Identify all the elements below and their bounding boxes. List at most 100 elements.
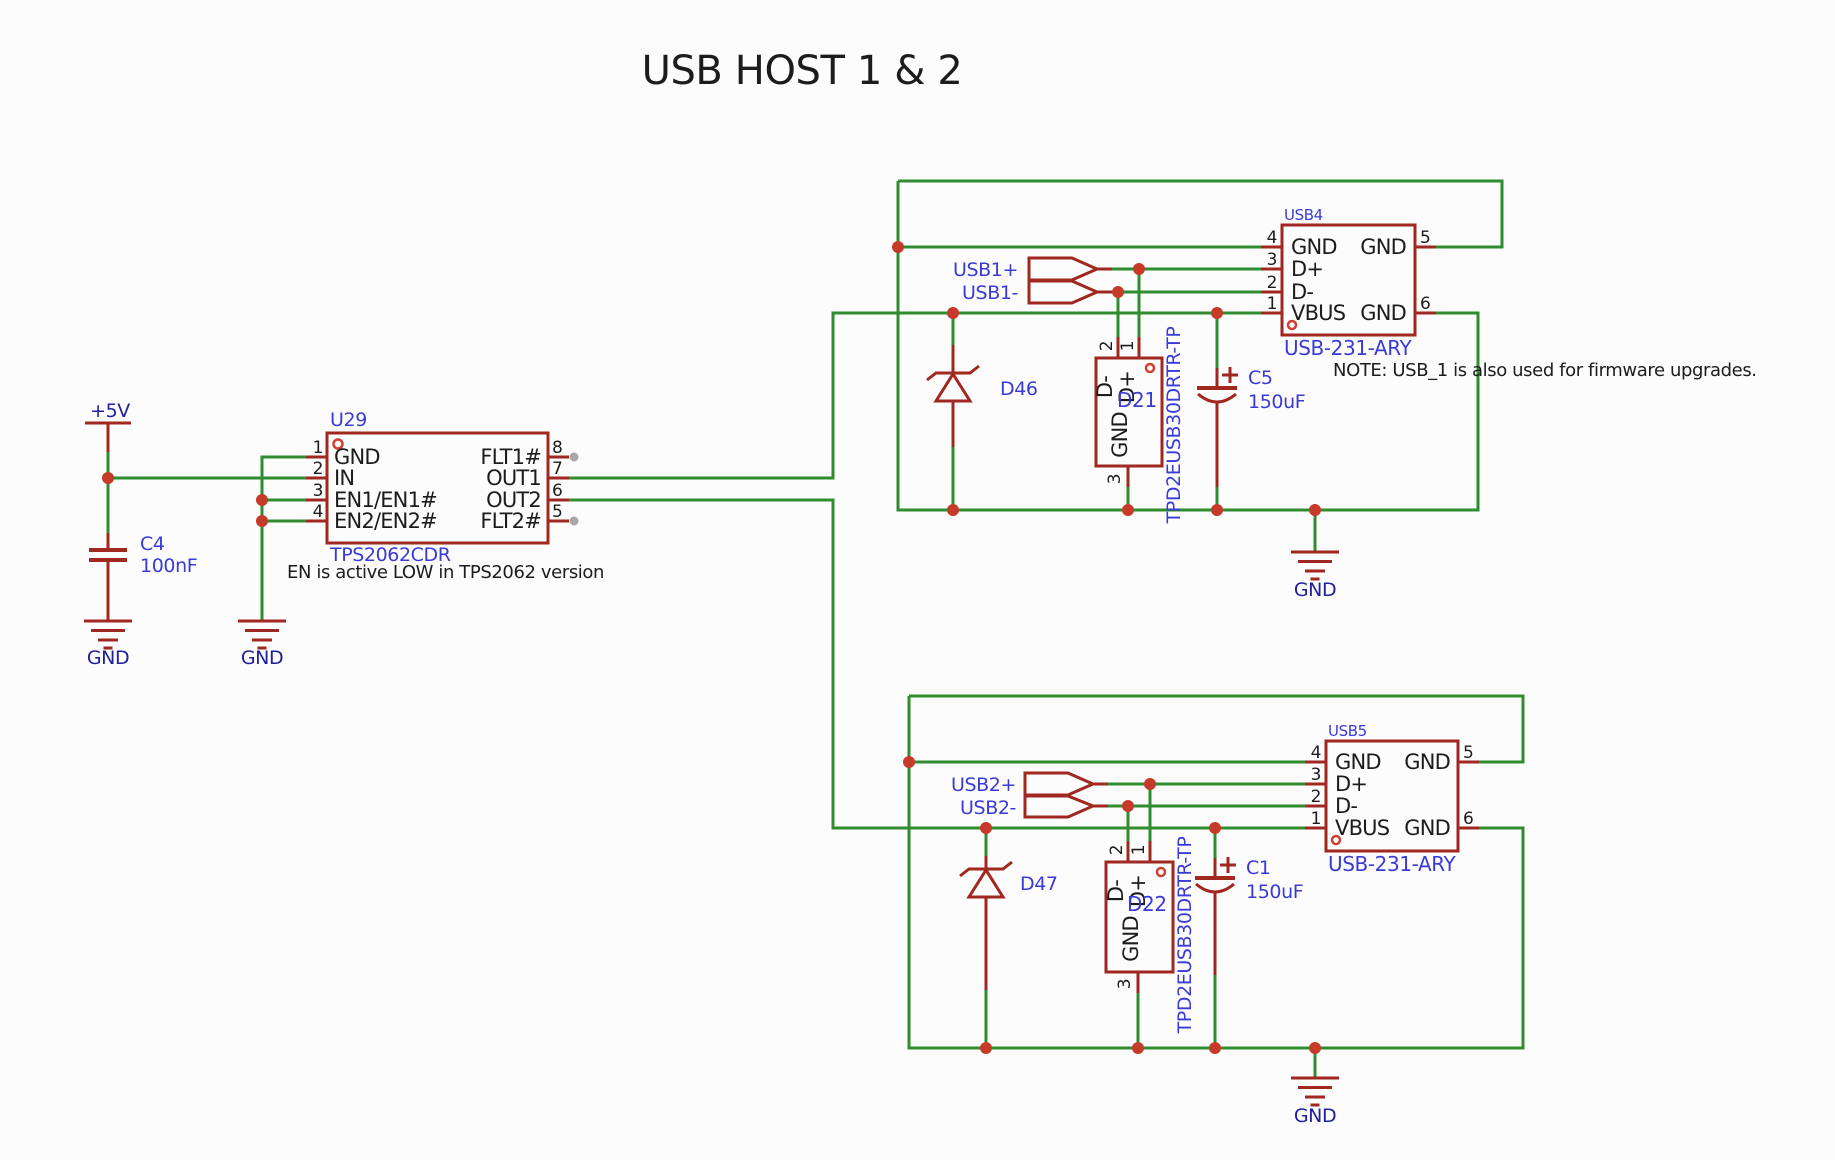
pin-number: 3 bbox=[1105, 474, 1125, 484]
ref-label: USB4 bbox=[1284, 206, 1323, 224]
wire-gnd-left-net[interactable] bbox=[260, 455, 306, 621]
pin-number: 2 bbox=[1107, 845, 1127, 855]
net-label: USB1- bbox=[962, 282, 1018, 304]
pin-name: GND bbox=[1119, 916, 1143, 962]
wire-usb1-dp-net[interactable] bbox=[1112, 267, 1261, 337]
tvs-diode-D46[interactable]: D46 bbox=[926, 345, 1038, 447]
ground-symbol[interactable]: GND bbox=[1291, 1076, 1339, 1127]
ref-label: U29 bbox=[330, 409, 367, 431]
pin-number: 1 bbox=[1129, 845, 1149, 855]
ground-label: GND bbox=[1294, 1105, 1336, 1127]
pin-number: 3 bbox=[1267, 250, 1277, 270]
pin-number: 1 bbox=[313, 438, 323, 458]
ground-symbol[interactable]: GND bbox=[238, 619, 286, 669]
pin-number: 4 bbox=[1267, 228, 1277, 248]
capacitor-C4[interactable]: C4 100nF bbox=[89, 533, 198, 621]
net-flag-usb1-minus[interactable]: USB1- bbox=[962, 279, 1112, 305]
esd-diode-D21[interactable]: 2 1 D- D+ D21 GND 3 TPD2EUSB30DRTR-TP bbox=[1093, 327, 1185, 525]
pin-name: EN1/EN1# bbox=[334, 488, 437, 512]
ref-label: D46 bbox=[1000, 378, 1038, 400]
value-label: 150uF bbox=[1246, 881, 1303, 903]
pin-number: 4 bbox=[313, 502, 323, 522]
wire-gnd-host1-net[interactable] bbox=[896, 179, 1504, 552]
pin-name: GND bbox=[1335, 750, 1381, 774]
pin-name: OUT1 bbox=[486, 466, 541, 490]
ground-label: GND bbox=[241, 647, 283, 669]
wire-gnd-host2-net[interactable] bbox=[907, 694, 1525, 1078]
ref-label: D47 bbox=[1020, 873, 1058, 895]
pin-name: OUT2 bbox=[486, 488, 541, 512]
wire-out2-vbus2-net[interactable] bbox=[569, 498, 1305, 858]
pin-name: GND bbox=[1360, 235, 1406, 259]
value-label: 100nF bbox=[140, 555, 197, 577]
annotation-en-active-low: EN is active LOW in TPS2062 version bbox=[287, 562, 604, 583]
net-flag-usb2-plus[interactable]: USB2+ bbox=[951, 771, 1108, 797]
net-flag-usb1-plus[interactable]: USB1+ bbox=[953, 256, 1112, 282]
pin-name: VBUS bbox=[1291, 301, 1346, 325]
ground-label: GND bbox=[1294, 579, 1336, 601]
pin-name: FLT1# bbox=[480, 445, 541, 469]
pin-name: GND bbox=[334, 445, 380, 469]
net-label: USB2- bbox=[960, 797, 1016, 819]
pin-number: 3 bbox=[1311, 765, 1321, 785]
pin-name: D- bbox=[1093, 376, 1117, 398]
unconnected-pin-dot bbox=[569, 452, 579, 462]
annotation-firmware-note: NOTE: USB_1 is also used for firmware up… bbox=[1333, 360, 1757, 381]
ref-label: C4 bbox=[140, 533, 165, 555]
pin-number: 5 bbox=[1463, 743, 1473, 763]
net-flag-usb2-minus[interactable]: USB2- bbox=[960, 794, 1108, 819]
pin-name: GND bbox=[1291, 235, 1337, 259]
pin-name: D- bbox=[1291, 280, 1313, 304]
value-label: 150uF bbox=[1248, 391, 1305, 413]
ref-label: D22 bbox=[1127, 892, 1167, 916]
ref-label: D21 bbox=[1117, 388, 1157, 412]
part-label: TPD2EUSB30DRTR-TP bbox=[1163, 327, 1185, 525]
usb-connector-USB5[interactable]: USB5 4 3 2 1 GND D+ D- VBUS 5 6 GND GND … bbox=[1305, 722, 1479, 876]
power-flag-5v[interactable]: +5V bbox=[85, 400, 131, 452]
ground-symbol[interactable]: GND bbox=[1291, 550, 1339, 601]
polarity-plus-mark bbox=[1222, 367, 1238, 383]
capacitor-C5[interactable]: C5 150uF bbox=[1197, 367, 1306, 487]
unconnected-pin-dot bbox=[569, 516, 579, 526]
esd-diode-D22[interactable]: 2 1 D- D+ D22 GND 3 TPD2EUSB30DRTR-TP bbox=[1104, 837, 1196, 1035]
pin-number: 4 bbox=[1311, 743, 1321, 763]
ground-symbol[interactable]: GND bbox=[84, 619, 132, 669]
pin-number: 1 bbox=[1311, 809, 1321, 829]
pin-number: 7 bbox=[552, 459, 562, 479]
part-label: USB-231-ARY bbox=[1328, 852, 1457, 876]
ground-label: GND bbox=[87, 647, 129, 669]
pin-name: D+ bbox=[1126, 875, 1150, 907]
pin-name: IN bbox=[334, 466, 354, 490]
pin-number: 3 bbox=[1115, 979, 1135, 989]
pin-name: FLT2# bbox=[480, 509, 541, 533]
junction-dots bbox=[102, 241, 1321, 1054]
wire-usb2-dm-net[interactable] bbox=[1108, 804, 1305, 841]
pin-name: D- bbox=[1104, 880, 1128, 902]
pin-name: GND bbox=[1404, 750, 1450, 774]
pin-number: 6 bbox=[552, 481, 562, 501]
pin-name: D+ bbox=[1115, 371, 1139, 403]
wire-usb1-dm-net[interactable] bbox=[1112, 290, 1261, 337]
polarity-plus-mark bbox=[1220, 857, 1236, 873]
ref-label: USB5 bbox=[1328, 722, 1367, 740]
ref-label: C1 bbox=[1246, 857, 1271, 879]
pin-number: 1 bbox=[1118, 341, 1138, 351]
pin-number: 6 bbox=[1463, 809, 1473, 829]
pin-number: 2 bbox=[1267, 273, 1277, 293]
pin-number: 1 bbox=[1267, 294, 1277, 314]
ic-U29[interactable]: U29 1 2 3 4 GND IN EN1/EN1# EN2/EN2# 8 7… bbox=[306, 409, 579, 566]
pin-number: 5 bbox=[552, 502, 562, 522]
part-label: TPS2062CDR bbox=[329, 544, 451, 566]
pin-number: 2 bbox=[1097, 341, 1117, 351]
page-title: USB HOST 1 & 2 bbox=[642, 48, 963, 94]
net-label: USB2+ bbox=[951, 774, 1016, 796]
wire-usb2-dp-net[interactable] bbox=[1108, 782, 1305, 841]
usb-connector-USB4[interactable]: USB4 4 3 2 1 GND D+ D- VBUS 5 6 GND GND … bbox=[1261, 206, 1436, 360]
tvs-diode-D47[interactable]: D47 bbox=[959, 856, 1058, 990]
pin-name: GND bbox=[1404, 816, 1450, 840]
pin-name: D+ bbox=[1335, 772, 1367, 796]
supply-label: +5V bbox=[90, 400, 130, 422]
part-label: USB-231-ARY bbox=[1284, 336, 1413, 360]
capacitor-C1[interactable]: C1 150uF bbox=[1195, 857, 1304, 975]
